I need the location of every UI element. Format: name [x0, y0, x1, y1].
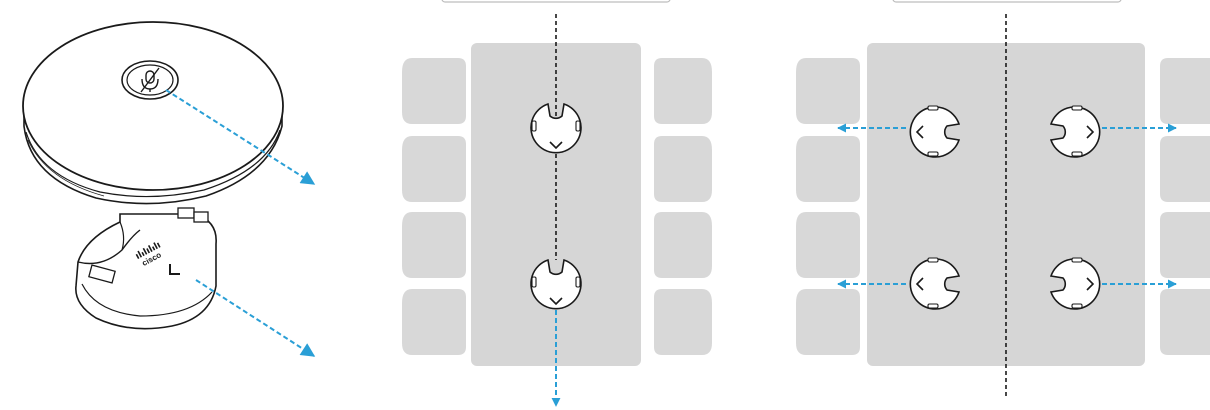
chair — [402, 136, 466, 202]
chair — [796, 136, 860, 202]
chair — [654, 212, 712, 278]
microphone-mute-icon — [140, 67, 160, 93]
chair — [796, 58, 860, 124]
chair — [1160, 289, 1210, 355]
chair — [654, 136, 712, 202]
table-microphone — [1049, 257, 1101, 310]
chevron-right-icon — [1086, 125, 1095, 139]
table-microphone — [530, 258, 582, 310]
pickup-direction-arrow — [165, 89, 316, 185]
table-microphone — [530, 102, 582, 154]
chair — [1160, 212, 1210, 278]
microphone-dome — [22, 21, 284, 205]
chair — [402, 212, 466, 278]
microphone-device-illustration: cisco — [22, 21, 316, 357]
chair — [402, 58, 466, 124]
chevron-right-icon — [1086, 277, 1095, 291]
chair — [654, 289, 712, 355]
chair — [796, 289, 860, 355]
chair — [1160, 58, 1210, 124]
double-row-layout — [796, 0, 1210, 396]
mounting-base: cisco — [75, 207, 217, 330]
tab-header — [892, 0, 1122, 3]
single-row-layout — [402, 0, 712, 407]
corner-arrow-icon — [169, 264, 180, 275]
mute-button — [121, 60, 179, 100]
chair — [402, 289, 466, 355]
chair — [796, 212, 860, 278]
chevron-left-icon — [915, 277, 924, 291]
chair — [654, 58, 712, 124]
table-microphone — [909, 257, 961, 310]
pickup-direction-arrow — [195, 279, 316, 357]
chevron-down-icon — [549, 141, 563, 150]
table-microphone — [1049, 105, 1101, 158]
chair — [1160, 136, 1210, 202]
chevron-down-icon — [549, 297, 563, 306]
tab-header — [441, 0, 671, 3]
chevron-left-icon — [915, 125, 924, 139]
table-microphone — [909, 105, 961, 158]
